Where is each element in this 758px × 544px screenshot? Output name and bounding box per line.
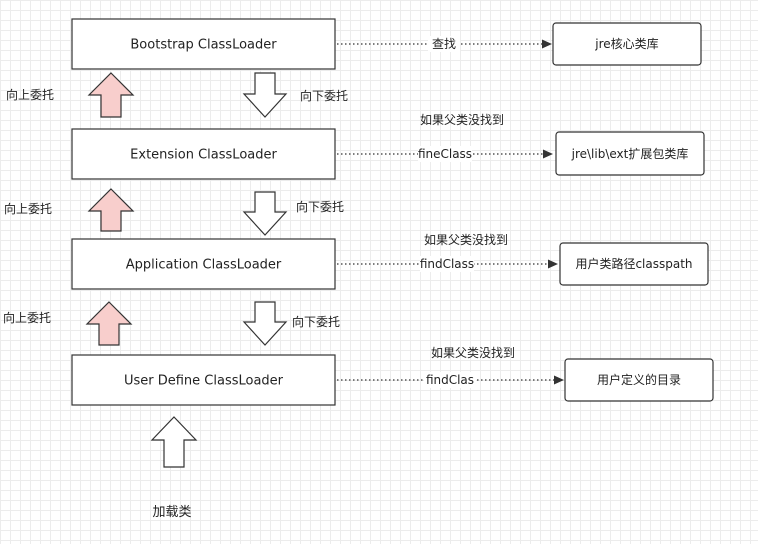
- bootstrap-edge-label: 查找: [432, 37, 456, 51]
- delegate-down-arrow-3: [242, 301, 288, 346]
- application-target-label: 用户类路径classpath: [575, 256, 692, 271]
- userdefine-edge-label: findClas: [426, 373, 474, 387]
- delegate-up-arrow-2: [87, 188, 135, 232]
- application-edge-label: findClass: [420, 257, 474, 271]
- application-find-arrowhead: [548, 259, 558, 269]
- bootstrap-target-label: jre核心类库: [594, 36, 658, 51]
- application-classloader-box: [71, 238, 336, 290]
- delegate-down-arrow-2: [242, 191, 288, 236]
- bootstrap-edge-label-bg: [428, 36, 460, 52]
- userdefine-classloader-box: [71, 354, 336, 406]
- delegate-down-label-1: 向下委托: [300, 88, 348, 103]
- extension-edge-label-bg: [418, 146, 472, 162]
- delegate-up-arrow-1: [87, 72, 135, 118]
- bootstrap-classloader-box: [71, 18, 336, 70]
- extension-classloader-label: Extension ClassLoader: [130, 148, 277, 163]
- delegate-up-label-3: 向上委托: [3, 310, 51, 325]
- application-classloader-label: Application ClassLoader: [126, 258, 282, 273]
- bootstrap-classloader-label: Bootstrap ClassLoader: [130, 38, 277, 53]
- delegate-down-arrow-1: [242, 72, 288, 118]
- userdefine-target-label: 用户定义的目录: [597, 372, 681, 387]
- application-fallback-note: 如果父类没找到: [424, 232, 508, 247]
- delegate-down-label-2: 向下委托: [296, 199, 344, 214]
- extension-fallback-note: 如果父类没找到: [420, 112, 504, 127]
- delegate-up-label-1: 向上委托: [6, 87, 54, 102]
- userdefine-edge-label-bg: [424, 372, 476, 388]
- load-class-arrow: [150, 416, 198, 468]
- userdefine-target-box: [564, 358, 714, 402]
- userdefine-classloader-label: User Define ClassLoader: [124, 374, 284, 389]
- extension-target-box: [555, 131, 705, 176]
- userdefine-find-arrowhead: [554, 375, 564, 385]
- load-class-label: 加载类: [152, 505, 191, 520]
- delegate-up-label-2: 向上委托: [4, 201, 52, 216]
- extension-find-arrowhead: [543, 149, 553, 159]
- application-target-box: [559, 242, 709, 286]
- userdefine-fallback-note: 如果父类没找到: [431, 345, 515, 360]
- extension-edge-label: fineClass: [418, 147, 472, 161]
- bootstrap-lookup-arrowhead: [542, 39, 552, 49]
- application-edge-label-bg: [420, 256, 474, 272]
- extension-target-label: jre\lib\ext扩展包类库: [571, 146, 689, 161]
- bootstrap-target-box: [552, 22, 702, 66]
- extension-classloader-box: [71, 128, 336, 180]
- delegate-down-label-3: 向下委托: [292, 314, 340, 329]
- delegate-up-arrow-3: [85, 301, 133, 346]
